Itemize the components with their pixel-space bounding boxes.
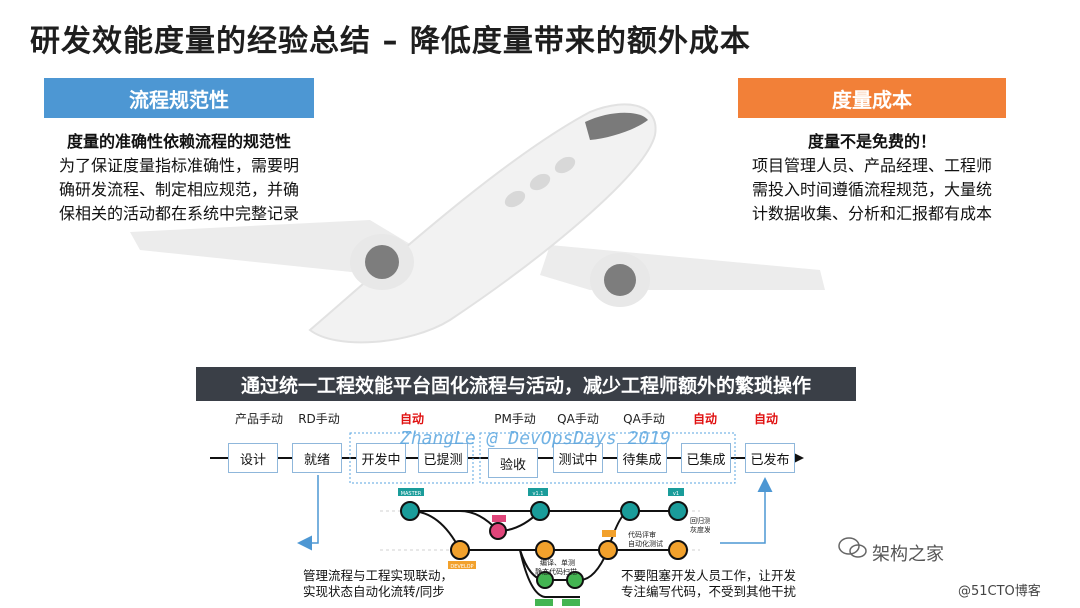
git-tag-master xyxy=(398,488,424,496)
git-tag-v1-label: v1 xyxy=(673,491,679,497)
airplane-illustration xyxy=(130,103,825,344)
note-left-line: 实现状态自动化流转/同步 xyxy=(303,584,445,599)
process-standard-bold: 度量的准确性依赖流程的规范性 xyxy=(66,132,291,151)
stage-ready: 就绪 xyxy=(292,443,342,473)
stage-submitted: 已提测 xyxy=(418,443,468,473)
git-tag-v11-label: v1.1 xyxy=(533,491,544,497)
measurement-cost-header: 度量成本 xyxy=(738,78,1006,118)
git-commit-node xyxy=(530,501,550,521)
git-commit-node xyxy=(450,540,470,560)
flow-connector-right xyxy=(720,477,773,544)
role-label-auto: 自动 xyxy=(692,412,717,426)
role-label: PM手动 xyxy=(494,412,536,426)
git-tag-v11 xyxy=(528,488,548,496)
brand-sub: @51CTO博客 xyxy=(958,584,1041,599)
git-commit-node xyxy=(598,540,618,560)
git-tag-develop-label: DEVELOP xyxy=(450,564,473,570)
git-tag-green xyxy=(562,599,580,606)
role-label-auto: 自动 xyxy=(399,412,424,426)
git-branch-diagram: MASTER v1.1 v1 DEVELOP 回归测试 灰度发布 代码评审 自动… xyxy=(380,488,710,606)
git-tag-develop xyxy=(448,561,476,569)
git-commit-node xyxy=(668,540,688,560)
git-tag-master-label: MASTER xyxy=(401,491,422,497)
wechat-icon xyxy=(838,537,867,558)
note-right: 不要阻塞开发人员工作，让开发 专注编写代码，不受到其他干扰 xyxy=(621,568,796,600)
airplane-cockpit xyxy=(585,112,648,140)
note-right-line: 专注编写代码，不受到其他干扰 xyxy=(621,584,797,599)
git-tag-pink xyxy=(492,515,506,522)
presenter-watermark: ZhangLe @ DevOpsDays 2019 xyxy=(400,428,671,449)
git-commit-node xyxy=(400,501,420,521)
measurement-cost-line: 需投入时间遵循流程规范，大量统 xyxy=(751,180,992,199)
stage-design: 设计 xyxy=(228,443,278,473)
stage-developing: 开发中 xyxy=(356,443,406,473)
process-standard-text: 度量的准确性依赖流程的规范性 为了保证度量指标准确性，需要明 确研发流程、制定相… xyxy=(44,130,314,226)
git-note: 自动化测试 xyxy=(628,539,663,548)
stage-acceptance: 验收 xyxy=(488,448,538,478)
git-commit-node xyxy=(620,501,640,521)
note-right-line: 不要阻塞开发人员工作，让开发 xyxy=(621,568,797,583)
git-commit-node xyxy=(536,571,554,589)
git-commit-node xyxy=(489,522,507,540)
git-commit-node xyxy=(535,540,555,560)
stage-released: 已发布 xyxy=(745,443,795,473)
role-label-auto: 自动 xyxy=(753,412,778,426)
git-note: 静态代码扫描 xyxy=(535,567,577,576)
measurement-cost-line: 计数据收集、分析和汇报都有成本 xyxy=(751,204,992,223)
git-tag-green xyxy=(535,599,553,606)
airplane-window xyxy=(554,156,576,174)
process-standard-line: 确研发流程、制定相应规范，并确 xyxy=(58,180,299,199)
role-label: 产品手动 xyxy=(234,412,283,426)
measurement-cost-line: 项目管理人员、产品经理、工程师 xyxy=(751,156,992,175)
measurement-cost-text: 度量不是免费的！ 项目管理人员、产品经理、工程师 需投入时间遵循流程规范，大量统… xyxy=(738,130,1006,226)
airplane-window xyxy=(529,173,551,191)
flow-group-dev xyxy=(349,432,474,484)
stage-testing: 测试中 xyxy=(553,443,603,473)
git-tag-v1 xyxy=(668,488,684,496)
git-commit-node xyxy=(668,501,688,521)
flow-connector-left xyxy=(297,475,319,551)
process-standard-header: 流程规范性 xyxy=(44,78,314,118)
note-left-line: 管理流程与工程实现联动， xyxy=(303,568,454,583)
role-label: QA手动 xyxy=(623,412,665,426)
airplane-left-wing xyxy=(130,220,420,275)
measurement-cost-bold: 度量不是免费的！ xyxy=(807,132,936,151)
note-left: 管理流程与工程实现联动， 实现状态自动化流转/同步 xyxy=(303,568,453,600)
git-note: 代码评审 xyxy=(628,530,656,539)
role-label: QA手动 xyxy=(557,412,599,426)
airplane-window xyxy=(504,190,526,208)
git-commit-node xyxy=(566,571,584,589)
role-label: RD手动 xyxy=(298,412,340,426)
process-standard-line: 保相关的活动都在系统中完整记录 xyxy=(58,204,299,223)
airplane-right-wing xyxy=(540,245,825,290)
flow-group-test xyxy=(479,432,736,484)
git-tag-orange xyxy=(602,530,616,537)
brand-name: 架构之家 xyxy=(872,544,944,565)
stage-pending-integration: 待集成 xyxy=(617,443,667,473)
process-standard-line: 为了保证度量指标准确性，需要明 xyxy=(58,156,299,175)
page-title: 研发效能度量的经验总结 – 降低度量带来的额外成本 xyxy=(30,24,751,59)
git-note: 回归测试 xyxy=(690,516,710,525)
git-note: 编译、单测 xyxy=(540,558,575,567)
git-note: 灰度发布 xyxy=(690,525,710,534)
platform-banner: 通过统一工程效能平台固化流程与活动，减少工程师额外的繁琐操作 xyxy=(196,367,856,401)
stage-integrated: 已集成 xyxy=(681,443,731,473)
